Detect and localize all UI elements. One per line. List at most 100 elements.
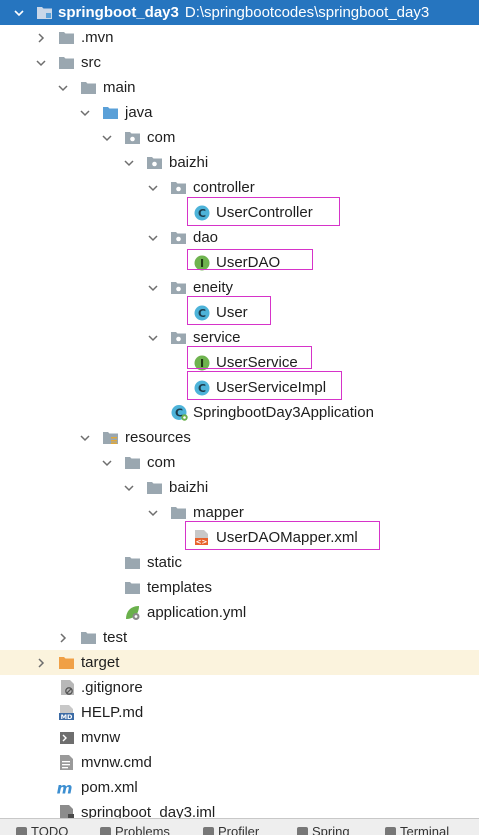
chevron-down-icon[interactable]: [12, 0, 26, 25]
highlight-box: [187, 371, 342, 400]
tree-item-com[interactable]: com: [0, 125, 479, 150]
tree-item-label: templates: [147, 579, 213, 596]
tree-item-mvnw[interactable]: mvnw: [0, 725, 479, 750]
chevron-down-icon[interactable]: [146, 175, 160, 200]
problems-icon: [100, 827, 111, 835]
folder-icon: [170, 504, 187, 521]
chevron-right-icon[interactable]: [34, 650, 48, 675]
tree-item-label: UserServiceImpl: [216, 379, 327, 396]
tree-item-test[interactable]: test: [0, 625, 479, 650]
tree-item-mapper[interactable]: mapper: [0, 500, 479, 525]
chevron-right-icon[interactable]: [34, 25, 48, 50]
chevron-down-icon[interactable]: [78, 425, 92, 450]
tree-item-application-class[interactable]: C SpringbootDay3Application: [0, 400, 479, 425]
tree-item-label: test: [103, 629, 128, 646]
svg-text:m: m: [57, 779, 73, 796]
tab-terminal[interactable]: Terminal: [385, 825, 449, 835]
package-icon: [170, 329, 187, 346]
folder-icon: [146, 479, 163, 496]
tree-item-label: SpringbootDay3Application: [193, 404, 374, 421]
interface-icon: I: [193, 254, 210, 271]
project-path: D:\springbootcodes\springboot_day3: [184, 4, 430, 21]
tree-item-label: com: [147, 129, 176, 146]
svg-text:I: I: [199, 257, 203, 270]
chevron-down-icon[interactable]: [100, 450, 114, 475]
tree-item-res-baizhi[interactable]: baizhi: [0, 475, 479, 500]
tree-item-target[interactable]: target: [0, 650, 479, 675]
shell-script-icon: [58, 729, 75, 746]
tree-item-label: main: [103, 79, 136, 96]
package-icon: [124, 129, 141, 146]
folder-icon: [80, 629, 97, 646]
chevron-down-icon[interactable]: [146, 275, 160, 300]
project-name: springboot_day3: [58, 4, 179, 21]
chevron-down-icon[interactable]: [122, 150, 136, 175]
chevron-down-icon[interactable]: [100, 125, 114, 150]
package-icon: [146, 154, 163, 171]
tree-item-label: .gitignore: [81, 679, 143, 696]
tree-item-user-dao[interactable]: I UserDAO: [0, 250, 479, 275]
tree-item-label: UserDAOMapper.xml: [216, 529, 358, 546]
folder-icon: [124, 454, 141, 471]
chevron-down-icon[interactable]: [122, 475, 136, 500]
package-icon: [170, 179, 187, 196]
svg-text:C: C: [197, 382, 205, 395]
tree-item-label: eneity: [193, 279, 234, 296]
tree-item-help-md[interactable]: MD HELP.md: [0, 700, 479, 725]
tree-item-resources[interactable]: resources: [0, 425, 479, 450]
tree-item-project-root[interactable]: springboot_day3 D:\springbootcodes\spring…: [0, 0, 479, 25]
tree-item-application-yml[interactable]: application.yml: [0, 600, 479, 625]
resources-folder-icon: [102, 429, 119, 446]
tree-item-label: baizhi: [169, 154, 209, 171]
tree-item-user-controller[interactable]: C UserController: [0, 200, 479, 225]
tab-todo[interactable]: TODO: [16, 825, 68, 835]
svg-text:<>: <>: [196, 538, 208, 546]
interface-icon: I: [193, 354, 210, 371]
source-folder-icon: [102, 104, 119, 121]
tree-item-eneity[interactable]: eneity: [0, 275, 479, 300]
tree-item-mvnw-cmd[interactable]: mvnw.cmd: [0, 750, 479, 775]
profiler-icon: [203, 827, 214, 835]
chevron-down-icon[interactable]: [146, 225, 160, 250]
tree-item-static[interactable]: static: [0, 550, 479, 575]
tree-item-mvn[interactable]: .mvn: [0, 25, 479, 50]
tab-problems[interactable]: Problems: [100, 825, 170, 835]
todo-icon: [16, 827, 27, 835]
chevron-down-icon[interactable]: [56, 75, 70, 100]
tree-item-user-service-impl[interactable]: C UserServiceImpl: [0, 375, 479, 400]
tree-item-label: UserDAO: [216, 254, 281, 271]
chevron-down-icon[interactable]: [146, 500, 160, 525]
tree-item-user-service[interactable]: I UserService: [0, 350, 479, 375]
tree-item-res-com[interactable]: com: [0, 450, 479, 475]
package-icon: [170, 279, 187, 296]
tree-item-baizhi[interactable]: baizhi: [0, 150, 479, 175]
tree-item-label: .mvn: [81, 29, 114, 46]
tree-item-mapper-xml[interactable]: <> UserDAOMapper.xml: [0, 525, 479, 550]
tree-item-java[interactable]: java: [0, 100, 479, 125]
chevron-right-icon[interactable]: [56, 625, 70, 650]
tree-item-main[interactable]: main: [0, 75, 479, 100]
tree-item-label: mvnw.cmd: [81, 754, 152, 771]
tree-item-gitignore[interactable]: .gitignore: [0, 675, 479, 700]
tab-spring[interactable]: Spring: [297, 825, 350, 835]
chevron-down-icon[interactable]: [146, 325, 160, 350]
tab-profiler[interactable]: Profiler: [203, 825, 259, 835]
highlight-box: [187, 296, 271, 325]
svg-text:C: C: [175, 407, 183, 420]
tree-item-user[interactable]: C User: [0, 300, 479, 325]
folder-icon: [124, 579, 141, 596]
tree-item-service[interactable]: service: [0, 325, 479, 350]
chevron-down-icon[interactable]: [34, 50, 48, 75]
tree-item-dao[interactable]: dao: [0, 225, 479, 250]
tree-item-src[interactable]: src: [0, 50, 479, 75]
chevron-down-icon[interactable]: [78, 100, 92, 125]
tree-item-label: mvnw: [81, 729, 121, 746]
tree-item-templates[interactable]: templates: [0, 575, 479, 600]
tree-item-label: User: [216, 304, 248, 321]
tree-item-iml[interactable]: springboot_day3.iml: [0, 800, 479, 825]
highlight-box: [185, 521, 380, 550]
svg-text:C: C: [197, 207, 205, 220]
tree-item-pom-xml[interactable]: m pom.xml: [0, 775, 479, 800]
tree-item-label: UserService: [216, 354, 298, 371]
tree-item-controller[interactable]: controller: [0, 175, 479, 200]
